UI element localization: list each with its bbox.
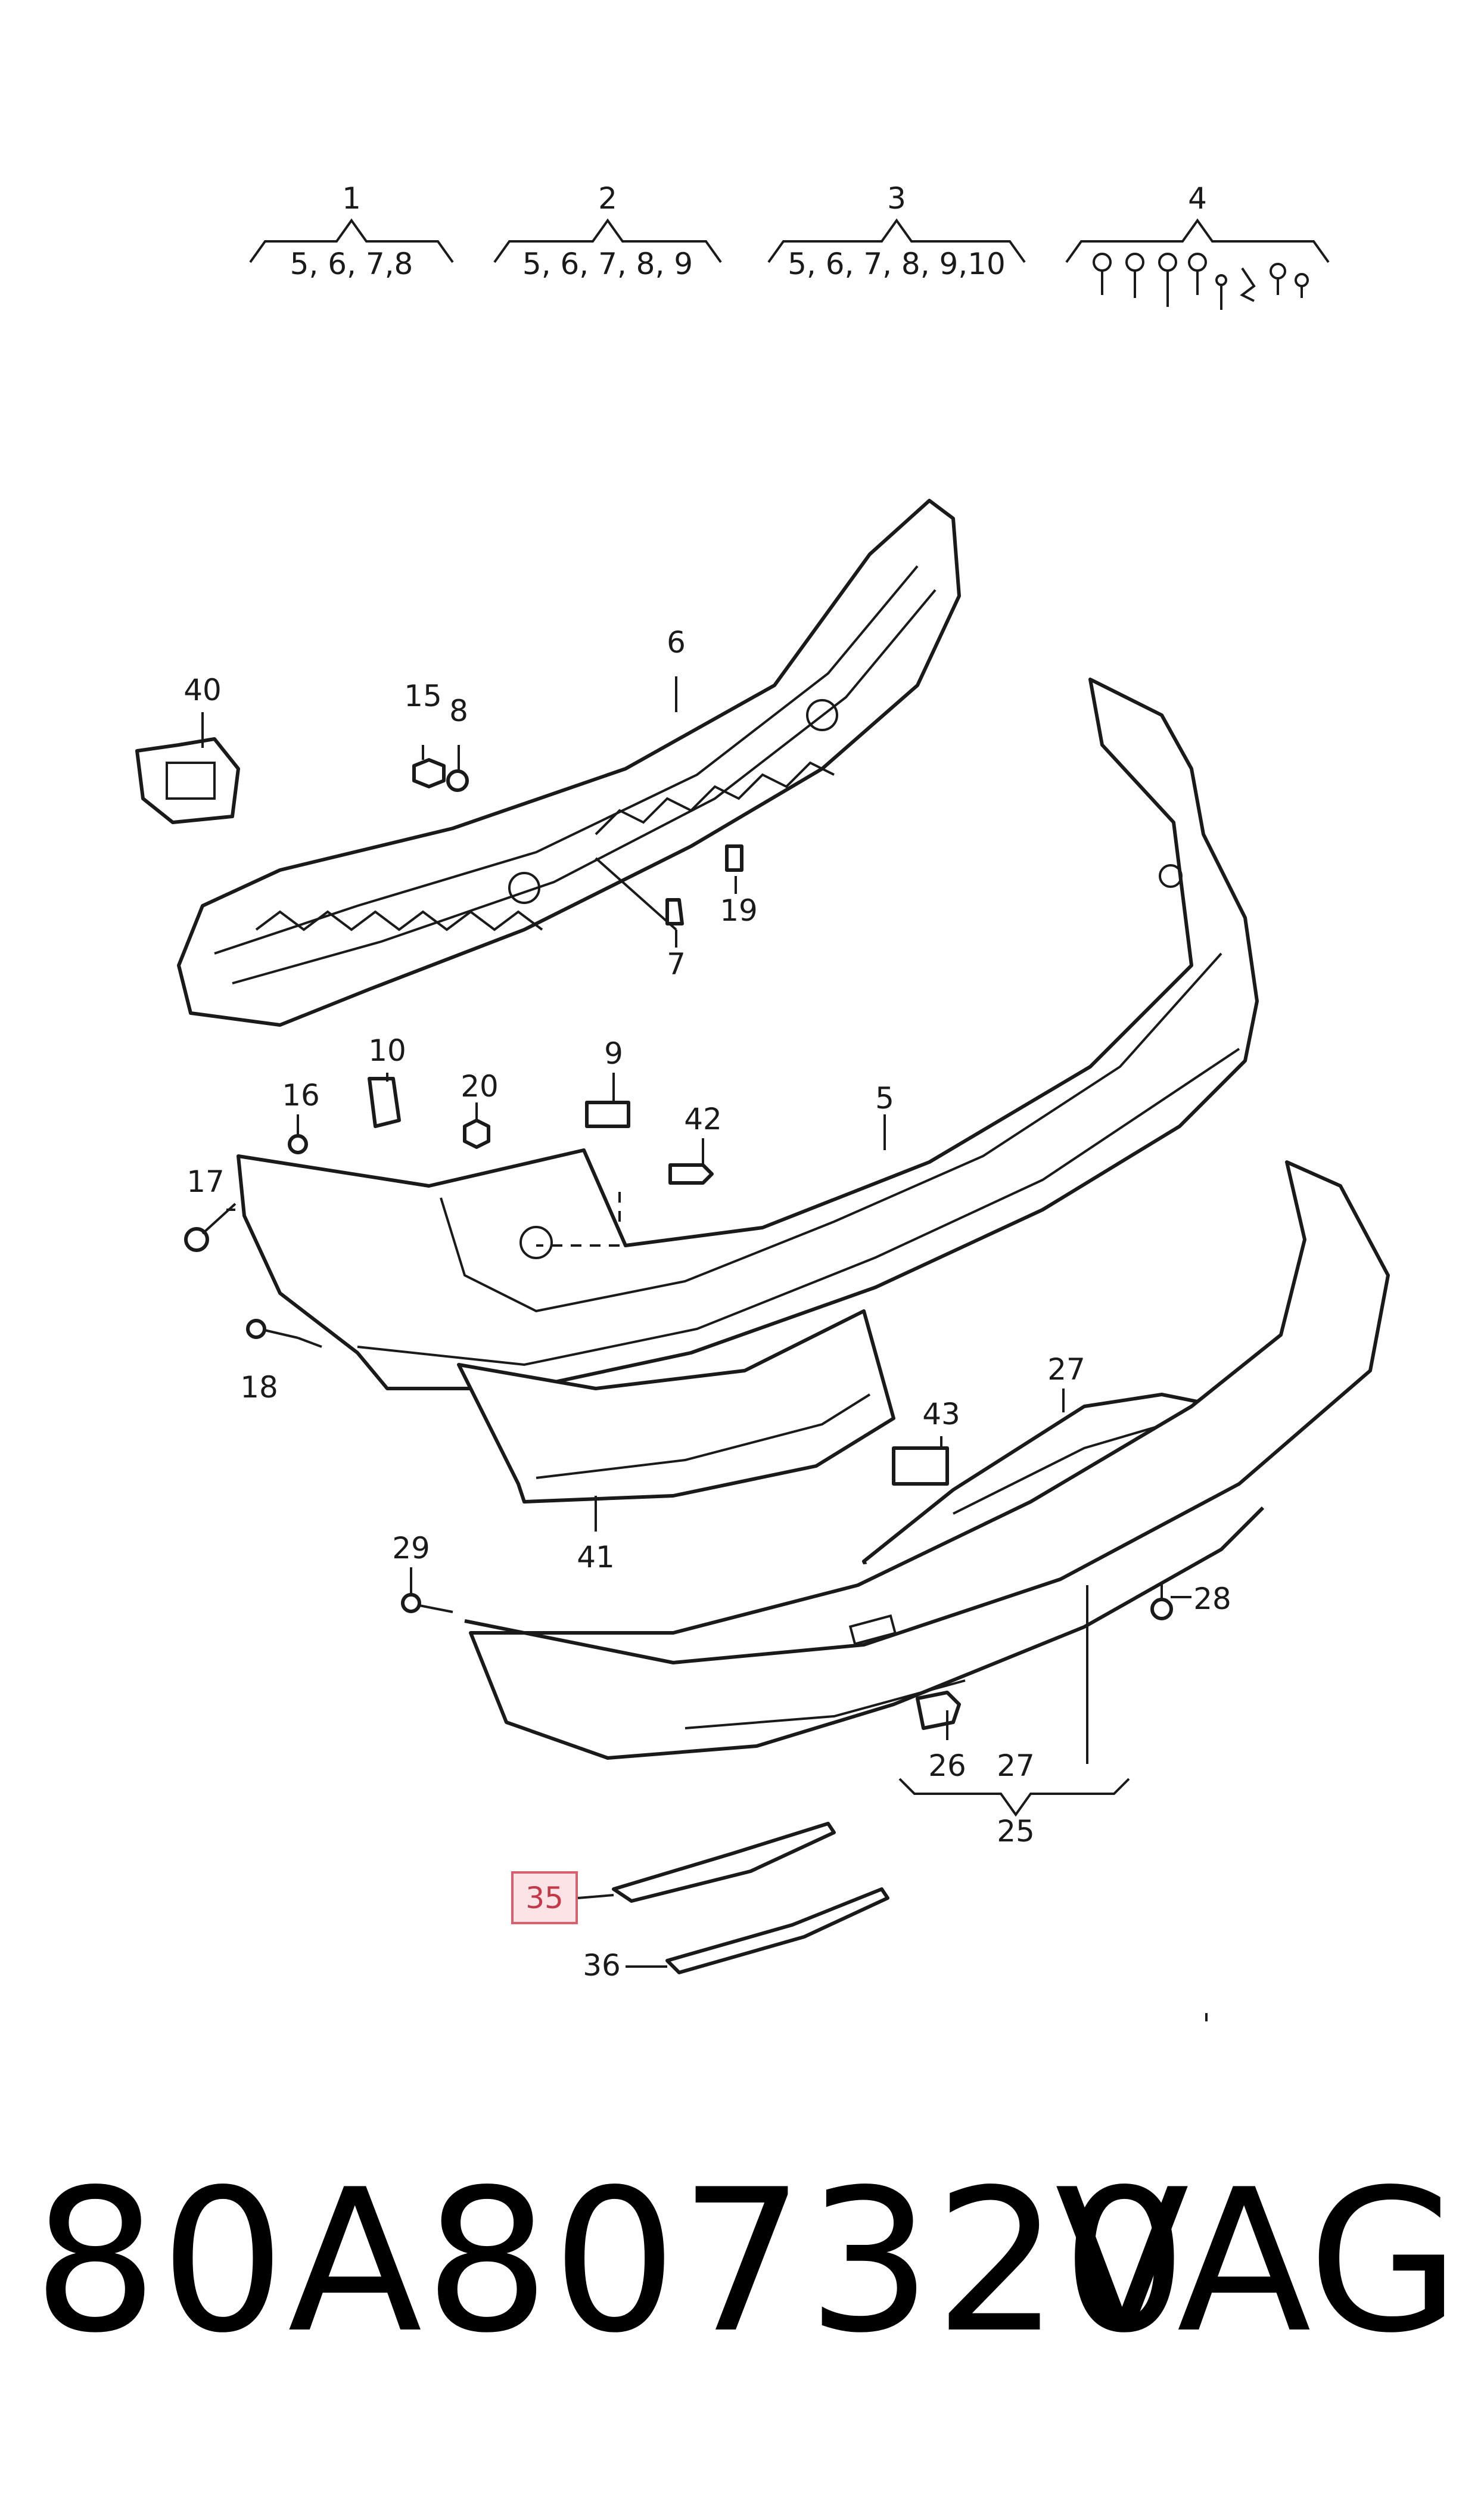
group-bracket: [767, 218, 1026, 263]
callout-17[interactable]: 17: [186, 1164, 225, 1199]
callout-9[interactable]: 9: [604, 1036, 623, 1071]
callout-35-highlight[interactable]: 35: [511, 1871, 578, 1924]
clip-10[interactable]: [368, 1077, 401, 1128]
connector-43[interactable]: [892, 1446, 949, 1486]
callout-36[interactable]: 36: [583, 1948, 621, 1983]
bolt-42[interactable]: [668, 1163, 714, 1185]
group-members: 5, 6, 7, 8, 9: [522, 247, 693, 281]
callout-15[interactable]: 15: [404, 679, 442, 713]
bumper-cover-5[interactable]: [237, 678, 1259, 1390]
group-members: 5, 6, 7,8: [290, 247, 413, 281]
group-number: 2: [598, 181, 617, 216]
callout-27-upper[interactable]: 27: [1047, 1352, 1085, 1387]
callout-6[interactable]: 6: [667, 625, 686, 660]
group-members: 5, 6, 7, 8, 9,10: [788, 247, 1006, 281]
lower-bumper-25[interactable]: [464, 1160, 1390, 1760]
callout-41[interactable]: 41: [577, 1540, 615, 1574]
callout-28[interactable]: 28: [1193, 1582, 1231, 1616]
callout-26[interactable]: 26: [928, 1748, 966, 1783]
callout-20[interactable]: 20: [461, 1069, 499, 1104]
group-number: 3: [887, 181, 906, 216]
group-header-1[interactable]: 1 5, 6, 7,8: [249, 181, 454, 281]
callout-29[interactable]: 29: [392, 1531, 430, 1566]
clip-8[interactable]: [446, 769, 469, 792]
group-bracket: [1065, 218, 1330, 263]
trim-strip-36[interactable]: [665, 1887, 889, 1974]
bumper-carrier-6[interactable]: [177, 499, 961, 1027]
callout-10[interactable]: 10: [368, 1033, 406, 1068]
callout-25[interactable]: 25: [997, 1814, 1035, 1849]
callout-40[interactable]: 40: [183, 673, 222, 707]
exploded-parts-diagram: 1 5, 6, 7,8 2 5, 6, 7, 8, 9 3 5, 6, 7, 8…: [135, 181, 1390, 2021]
trim-strip-35[interactable]: [612, 1822, 836, 1903]
bracket-40[interactable]: [135, 737, 240, 824]
group-header-3[interactable]: 3 5, 6, 7, 8, 9,10: [767, 181, 1026, 281]
clip-19[interactable]: [725, 844, 743, 872]
nut-15[interactable]: [412, 758, 446, 788]
clip-9[interactable]: [585, 1101, 630, 1128]
callout-16[interactable]: 16: [282, 1078, 320, 1113]
callout-labels: 6 40 15 8 19 7 10 9 16 20 42 5 17 18 43 …: [183, 625, 1231, 1983]
group-number: 4: [1188, 181, 1207, 216]
highlight-box: [511, 1871, 578, 1924]
fastener-set-icons: [1093, 253, 1309, 310]
group-header-2[interactable]: 2 5, 6, 7, 8, 9: [493, 181, 722, 281]
callout-7[interactable]: 7: [667, 947, 686, 981]
leader-lines: [201, 676, 1191, 1968]
callout-18[interactable]: 18: [240, 1370, 278, 1405]
callout-35[interactable]: 35: [525, 1881, 564, 1915]
group-header-4[interactable]: 4: [1065, 181, 1330, 310]
trim-strip-41[interactable]: [457, 1309, 895, 1504]
screw-18[interactable]: [246, 1319, 298, 1339]
callout-19[interactable]: 19: [720, 893, 758, 928]
group-bracket: [249, 218, 454, 263]
cap-26: [916, 1691, 961, 1730]
bolt-16[interactable]: [288, 1134, 308, 1154]
callout-8[interactable]: 8: [449, 694, 468, 728]
brand-name: VAG: [1054, 2147, 1460, 2376]
group-bracket: [493, 218, 722, 263]
group-number: 1: [342, 181, 361, 216]
callout-5[interactable]: 5: [875, 1081, 894, 1116]
nut-20[interactable]: [463, 1119, 490, 1149]
callout-27-lower[interactable]: 27: [997, 1748, 1035, 1783]
callout-42[interactable]: 42: [684, 1102, 722, 1136]
clip-7[interactable]: [665, 898, 684, 925]
callout-43[interactable]: 43: [922, 1397, 960, 1431]
part-number: 80A807320: [33, 2147, 1190, 2376]
screw-29[interactable]: [401, 1593, 453, 1613]
